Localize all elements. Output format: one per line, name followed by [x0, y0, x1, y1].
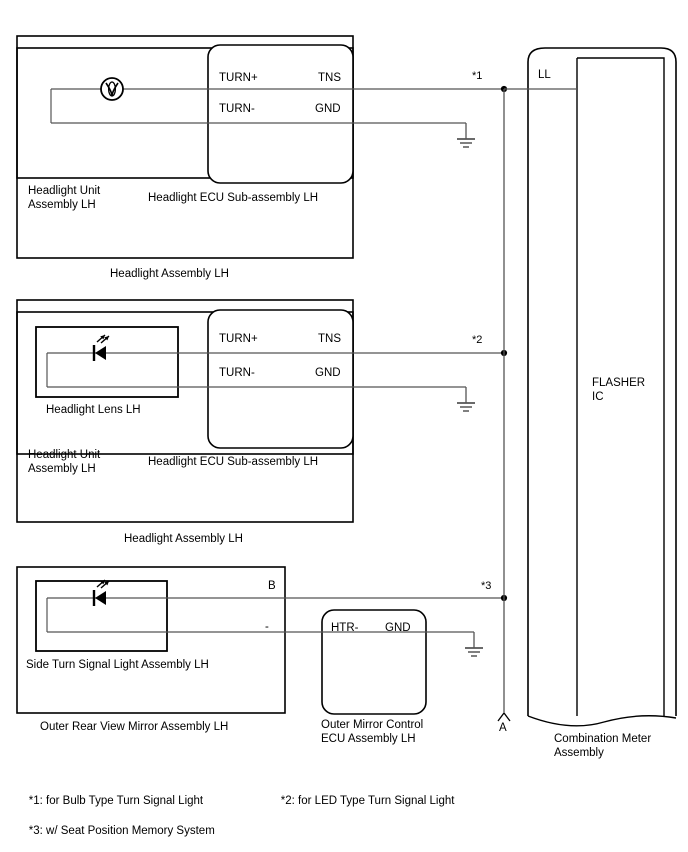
pin-turn-minus-1: TURN-: [219, 103, 255, 115]
block-bulb-headlight: [16, 35, 508, 259]
footnote-marker-1: *1: [472, 70, 483, 82]
footnote-3-text: w/ Seat Position Memory System: [42, 825, 215, 837]
label-headlight-assembly-1: Headlight Assembly LH: [110, 268, 229, 280]
pin-gnd-3: GND: [385, 622, 411, 634]
pin-tns-1: TNS: [318, 72, 341, 84]
pin-turn-plus-1: TURN+: [219, 72, 258, 84]
footnote-marker-2: *2: [472, 334, 483, 346]
label-headlight-lens: Headlight Lens LH: [46, 404, 141, 416]
label-headlight-unit-assembly-2-line2: Assembly LH: [28, 463, 96, 475]
footnote-marker-3: *3: [481, 580, 492, 592]
footnote-3: *3: w/ Seat Position Memory System: [16, 810, 215, 852]
pin-htr-minus: HTR-: [331, 622, 359, 634]
label-side-turn-signal-light: Side Turn Signal Light Assembly LH: [26, 659, 209, 671]
combination-meter-label-line1: Combination Meter: [554, 733, 652, 745]
pin-gnd-2: GND: [315, 367, 341, 379]
pin-b-3: B: [268, 580, 276, 592]
label-outer-mirror-ecu-line1: Outer Mirror Control: [321, 719, 424, 731]
label-headlight-ecu-sub-assembly-1: Headlight ECU Sub-assembly LH: [148, 192, 319, 204]
label-headlight-unit-assembly-2-line1: Headlight Unit: [28, 449, 101, 461]
footnote-2-marker: *2:: [280, 795, 295, 807]
label-outer-rear-view-mirror: Outer Rear View Mirror Assembly LH: [40, 721, 229, 733]
pin-gnd-1: GND: [315, 103, 341, 115]
combination-meter: [504, 47, 677, 727]
footnote-1: *1: for Bulb Type Turn Signal Light: [16, 780, 203, 822]
label-headlight-unit-assembly-1-line1: Headlight Unit: [28, 185, 101, 197]
pin-minus-3: -: [265, 621, 269, 633]
pin-tns-2: TNS: [318, 333, 341, 345]
pin-turn-plus-2: TURN+: [219, 333, 258, 345]
meter-terminal-ll: LL: [538, 69, 551, 81]
flasher-ic-label-line2: IC: [592, 391, 604, 403]
label-outer-mirror-ecu-line2: ECU Assembly LH: [321, 733, 416, 745]
bus-line: [497, 89, 511, 722]
footnote-3-marker: *3:: [28, 825, 43, 837]
label-headlight-assembly-2: Headlight Assembly LH: [124, 533, 243, 545]
footnote-1-marker: *1:: [28, 795, 43, 807]
pin-turn-minus-2: TURN-: [219, 367, 255, 379]
bus-connector-label-a: A: [499, 722, 507, 734]
footnote-2-text: for LED Type Turn Signal Light: [294, 795, 455, 807]
label-headlight-unit-assembly-1-line2: Assembly LH: [28, 199, 96, 211]
block-led-headlight: [16, 299, 508, 523]
block-side-turn-mirror: [16, 566, 508, 715]
label-headlight-ecu-sub-assembly-2: Headlight ECU Sub-assembly LH: [148, 456, 319, 468]
footnote-1-text: for Bulb Type Turn Signal Light: [42, 795, 204, 807]
flasher-ic-label-line1: FLASHER: [592, 377, 646, 389]
footnote-2: *2: for LED Type Turn Signal Light: [268, 780, 455, 822]
combination-meter-label-line2: Assembly: [554, 747, 604, 759]
